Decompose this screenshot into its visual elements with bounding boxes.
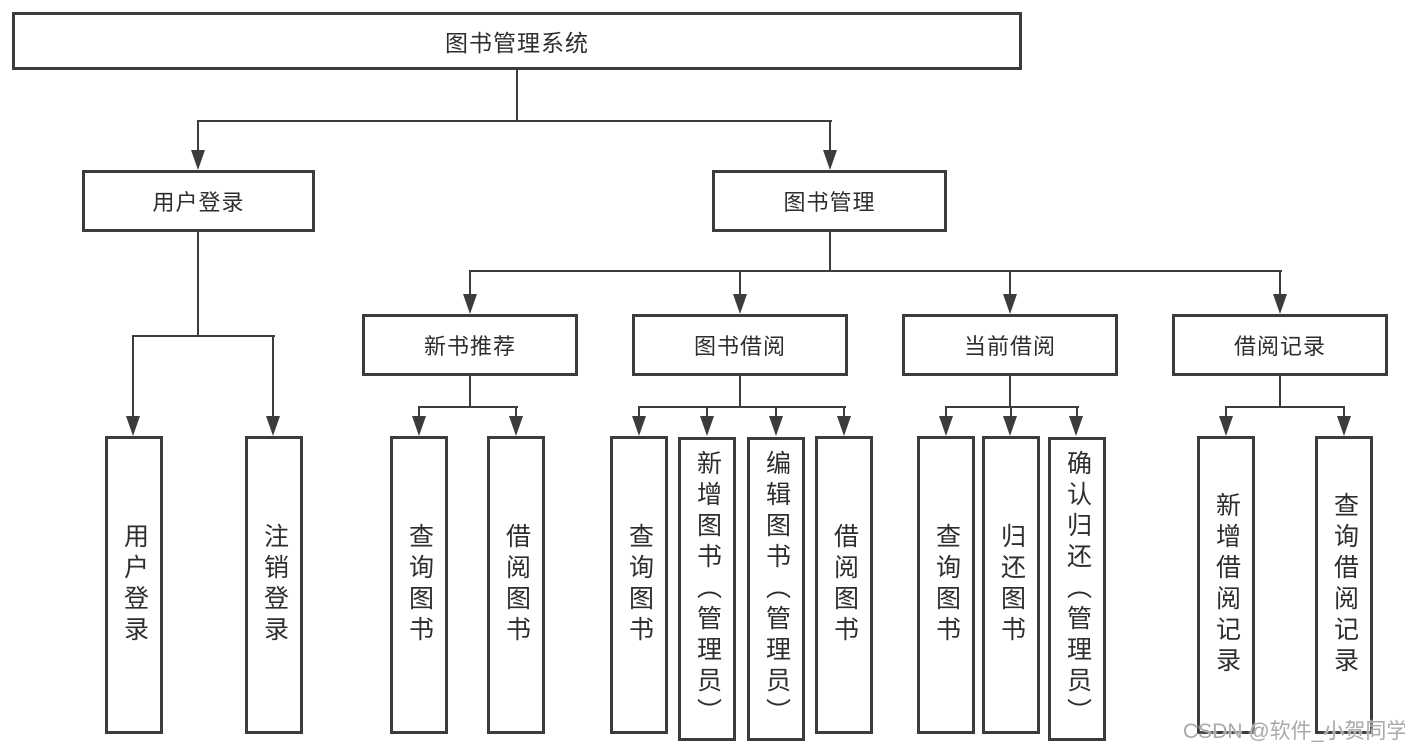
node-user-login: 用户登录 bbox=[82, 170, 315, 232]
leaf-query-borrow-record: 查询借阅记录 bbox=[1315, 436, 1373, 734]
leaf-query-books-3: 查询图书 bbox=[917, 436, 975, 734]
leaf-borrow-books-2: 借阅图书 bbox=[815, 436, 873, 734]
arrow-down-icon bbox=[632, 416, 646, 436]
arrow-down-icon bbox=[266, 416, 280, 436]
connector-line bbox=[469, 272, 471, 296]
connector-line bbox=[197, 122, 199, 152]
connector-line bbox=[1225, 406, 1345, 408]
node-label: 新书推荐 bbox=[423, 334, 516, 359]
leaf-label: 查询图书 bbox=[932, 523, 961, 647]
leaf-query-books-2: 查询图书 bbox=[610, 436, 668, 734]
arrow-down-icon bbox=[126, 416, 140, 436]
arrow-down-icon bbox=[191, 150, 205, 170]
arrow-down-icon bbox=[463, 294, 477, 314]
connector-line bbox=[197, 232, 199, 337]
leaf-label: 用户登录 bbox=[120, 523, 149, 647]
connector-line bbox=[515, 408, 517, 420]
connector-line bbox=[945, 408, 947, 420]
arrow-down-icon bbox=[412, 416, 426, 436]
arrow-down-icon bbox=[509, 416, 523, 436]
leaf-edit-book-admin: 编辑图书（管理员） bbox=[747, 437, 805, 741]
connector-line bbox=[469, 376, 471, 408]
connector-line bbox=[638, 406, 846, 408]
leaf-label: 归还图书 bbox=[997, 523, 1026, 647]
node-label: 图书借阅 bbox=[693, 334, 786, 359]
connector-line bbox=[638, 408, 640, 420]
leaf-label: 注销登录 bbox=[260, 523, 289, 647]
connector-line bbox=[469, 270, 1282, 272]
connector-line bbox=[197, 120, 832, 122]
connector-line bbox=[1279, 376, 1281, 408]
connector-line bbox=[418, 408, 420, 420]
leaf-borrow-books-1: 借阅图书 bbox=[487, 436, 545, 734]
arrow-down-icon bbox=[1337, 416, 1351, 436]
arrow-down-icon bbox=[1003, 416, 1017, 436]
node-label: 借阅记录 bbox=[1233, 334, 1326, 359]
leaf-label: 借阅图书 bbox=[502, 523, 531, 647]
connector-line bbox=[132, 337, 134, 417]
leaf-label: 查询借阅记录 bbox=[1330, 492, 1359, 678]
leaf-label: 借阅图书 bbox=[830, 523, 859, 647]
node-label: 图书管理 bbox=[783, 190, 876, 215]
arrow-down-icon bbox=[1219, 416, 1233, 436]
leaf-label: 查询图书 bbox=[625, 523, 654, 647]
node-label: 图书管理系统 bbox=[445, 30, 589, 56]
node-current-borrow: 当前借阅 bbox=[902, 314, 1118, 376]
leaf-label: 新增图书（管理员） bbox=[693, 449, 722, 729]
connector-line bbox=[418, 406, 518, 408]
arrow-down-icon bbox=[1273, 294, 1287, 314]
arrow-down-icon bbox=[769, 416, 783, 436]
leaf-query-books-1: 查询图书 bbox=[390, 436, 448, 734]
connector-line bbox=[1009, 272, 1011, 296]
connector-line bbox=[516, 70, 518, 122]
connector-line bbox=[272, 337, 274, 417]
connector-line bbox=[1010, 408, 1012, 420]
connector-line bbox=[132, 335, 275, 337]
leaf-confirm-return-admin: 确认归还（管理员） bbox=[1048, 437, 1106, 741]
connector-line bbox=[829, 232, 831, 272]
leaf-user-login: 用户登录 bbox=[105, 436, 163, 734]
node-label: 当前借阅 bbox=[963, 334, 1056, 359]
leaf-logout: 注销登录 bbox=[245, 436, 303, 734]
arrow-down-icon bbox=[700, 416, 714, 436]
leaf-label: 确认归还（管理员） bbox=[1063, 449, 1092, 729]
connector-line bbox=[829, 122, 831, 152]
leaf-label: 编辑图书（管理员） bbox=[762, 449, 791, 729]
node-library-management-system: 图书管理系统 bbox=[12, 12, 1022, 70]
connector-line bbox=[1076, 408, 1078, 420]
leaf-add-book-admin: 新增图书（管理员） bbox=[678, 437, 736, 741]
node-book-borrow: 图书借阅 bbox=[632, 314, 848, 376]
arrow-down-icon bbox=[939, 416, 953, 436]
connector-line bbox=[739, 272, 741, 296]
connector-line bbox=[843, 408, 845, 420]
connector-line bbox=[739, 376, 741, 408]
leaf-label: 新增借阅记录 bbox=[1212, 492, 1241, 678]
arrow-down-icon bbox=[733, 294, 747, 314]
node-book-management: 图书管理 bbox=[712, 170, 947, 232]
leaf-return-books: 归还图书 bbox=[982, 436, 1040, 734]
node-borrow-records: 借阅记录 bbox=[1172, 314, 1388, 376]
arrow-down-icon bbox=[823, 150, 837, 170]
arrow-down-icon bbox=[1069, 416, 1083, 436]
arrow-down-icon bbox=[1003, 294, 1017, 314]
leaf-add-borrow-record: 新增借阅记录 bbox=[1197, 436, 1255, 734]
connector-line bbox=[706, 408, 708, 420]
connector-line bbox=[1009, 376, 1011, 408]
connector-line bbox=[1225, 408, 1227, 420]
connector-line bbox=[1343, 408, 1345, 420]
connector-line bbox=[1279, 272, 1281, 296]
node-label: 用户登录 bbox=[152, 190, 245, 215]
leaf-label: 查询图书 bbox=[405, 523, 434, 647]
connector-line bbox=[945, 406, 1079, 408]
csdn-watermark: CSDN @软件_小贺同学 bbox=[1183, 720, 1405, 743]
node-new-book-recommend: 新书推荐 bbox=[362, 314, 578, 376]
arrow-down-icon bbox=[837, 416, 851, 436]
connector-line bbox=[775, 408, 777, 420]
